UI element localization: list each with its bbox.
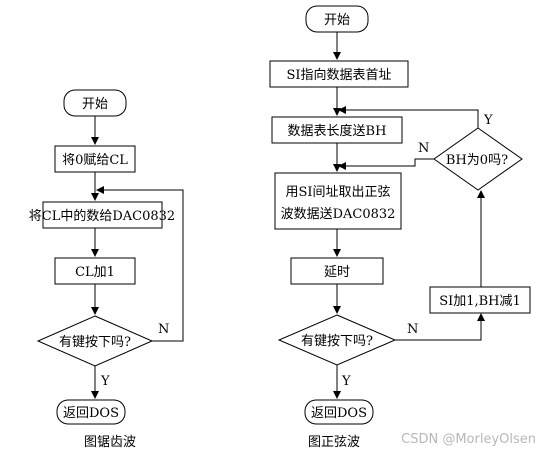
right-len-label: 数据表长度送BH	[288, 123, 387, 139]
left-caption: 图锯齿波	[84, 435, 136, 450]
left-loop-line	[107, 189, 184, 342]
watermark-text: CSDN @MorleyOlsen	[401, 432, 536, 447]
right-no-branch-line	[395, 320, 482, 341]
right-fetch-box	[274, 172, 402, 230]
right-bh-decision-diamond	[433, 127, 523, 191]
right-key-decision-label: 有键按下吗?	[301, 334, 373, 349]
sawtooth-text: 开始 将0赋给CL 将CL中的数给DAC0832 CL加1 有键按下吗? N Y…	[29, 97, 175, 450]
left-init-label: 将0赋给CL	[62, 153, 128, 168]
right-fetch-label-line2: 波数据送DAC0832	[281, 207, 396, 222]
right-point-label: SI指向数据表首址	[286, 67, 391, 83]
right-bh-no-line	[350, 158, 434, 167]
left-yes-label: Y	[100, 374, 110, 389]
right-point-box	[269, 60, 409, 88]
right-adjust-box	[429, 286, 531, 314]
right-end-node	[304, 399, 374, 425]
left-decision-label: 有键按下吗?	[59, 335, 131, 350]
left-send-label: 将CL中的数给DAC0832	[29, 208, 175, 224]
left-start-label: 开始	[82, 97, 108, 112]
right-bh-yes-label: Y	[483, 113, 493, 128]
left-send-box	[42, 201, 163, 229]
right-bh-yes-line	[350, 109, 479, 128]
left-end-label: 返回DOS	[63, 406, 119, 421]
sine-flowchart	[269, 5, 531, 425]
right-key-yes-label: Y	[341, 374, 351, 389]
sawtooth-flowchart	[36, 89, 184, 425]
left-inc-label: CL加1	[75, 265, 115, 280]
sine-text: 开始 SI指向数据表首址 数据表长度送BH 用SI间址取出正弦 波数据送DAC0…	[281, 13, 521, 450]
right-key-no-label: N	[407, 322, 418, 337]
right-fetch-label-line1: 用SI间址取出正弦	[285, 184, 390, 200]
left-no-label: N	[158, 322, 169, 337]
right-start-label: 开始	[324, 13, 350, 28]
right-bh-decision-label: BH为0吗?	[446, 153, 508, 168]
left-end-node	[56, 399, 126, 425]
right-bh-no-label: N	[418, 141, 429, 156]
right-delay-label: 延时	[324, 265, 350, 280]
right-adjust-label: SI加1,BH减1	[439, 294, 521, 309]
right-caption: 图正弦波	[308, 434, 360, 450]
right-end-label: 返回DOS	[311, 406, 367, 421]
